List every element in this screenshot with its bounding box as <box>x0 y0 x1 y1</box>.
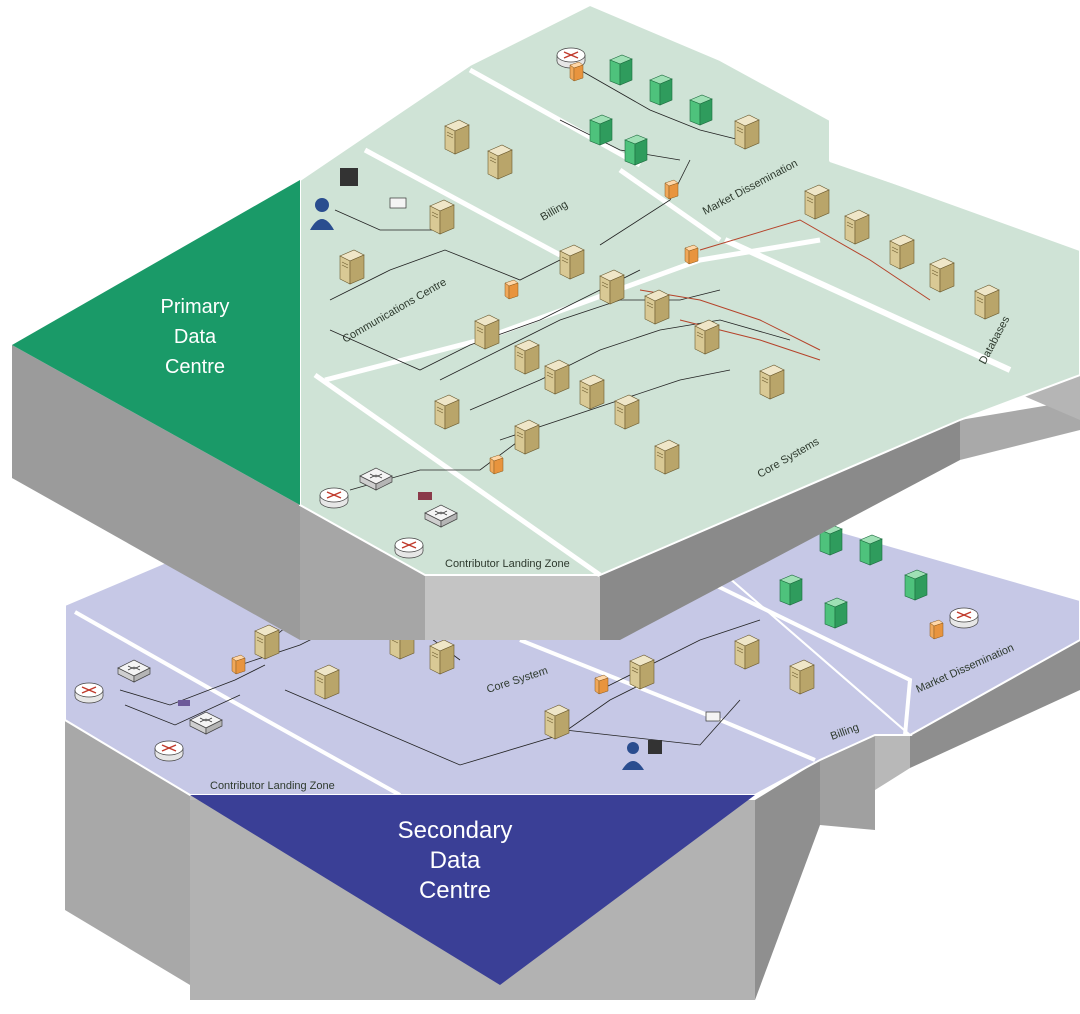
secondary-title-line-3: Centre <box>419 877 491 904</box>
server-icon <box>487 144 513 180</box>
server-icon <box>579 374 605 410</box>
server-icon <box>804 184 830 220</box>
server-icon <box>559 244 585 280</box>
server-icon <box>694 319 720 355</box>
gateway-icon <box>624 134 648 166</box>
primary-data-centre: Primary Data Centre Communications Centr… <box>12 3 1080 640</box>
server-icon <box>339 249 365 285</box>
server-icon <box>889 234 915 270</box>
firewall-icon <box>684 244 699 265</box>
server-icon <box>474 314 500 350</box>
primary-title-line-3: Centre <box>165 356 225 378</box>
server-icon <box>734 114 760 150</box>
firewall-icon <box>504 279 519 300</box>
server-icon <box>429 639 455 675</box>
server-icon <box>929 257 955 293</box>
link-icon <box>418 492 432 500</box>
server-icon <box>429 199 455 235</box>
primary-zone-landing-label: Contributor Landing Zone <box>445 558 570 570</box>
fax-icon <box>705 711 721 722</box>
secondary-data-centre: Secondary Data Centre Contributor Landin… <box>64 518 1080 1000</box>
server-icon <box>759 364 785 400</box>
firewall-icon <box>664 179 679 200</box>
router-icon <box>154 740 184 762</box>
user-icon <box>310 198 334 230</box>
server-icon <box>514 419 540 455</box>
gateway-icon <box>859 534 883 566</box>
gateway-icon <box>904 569 928 601</box>
server-icon <box>654 439 680 475</box>
server-icon <box>599 269 625 305</box>
workstation-icon <box>340 168 358 186</box>
server-icon <box>434 394 460 430</box>
gateway-icon <box>824 597 848 629</box>
server-icon <box>629 654 655 690</box>
firewall-icon <box>231 654 246 675</box>
secondary-title-line-1: Secondary <box>398 817 513 844</box>
user-icon <box>622 742 644 770</box>
server-icon <box>544 359 570 395</box>
server-icon <box>614 394 640 430</box>
secondary-title-line-2: Data <box>430 847 481 874</box>
server-icon <box>514 339 540 375</box>
gateway-icon <box>689 94 713 126</box>
server-icon <box>789 659 815 695</box>
firewall-icon <box>929 619 944 640</box>
server-icon <box>734 634 760 670</box>
gateway-icon <box>649 74 673 106</box>
gateway-icon <box>779 574 803 606</box>
router-icon <box>949 607 979 629</box>
firewall-icon <box>594 674 609 695</box>
primary-title-line-1: Primary <box>161 296 230 318</box>
router-icon <box>74 682 104 704</box>
fax-icon <box>389 197 407 209</box>
server-icon <box>974 284 1000 320</box>
primary-title-line-2: Data <box>174 326 217 348</box>
server-icon <box>844 209 870 245</box>
router-icon <box>394 537 424 559</box>
server-icon <box>644 289 670 325</box>
link-icon <box>178 700 190 706</box>
gateway-icon <box>589 114 613 146</box>
server-icon <box>544 704 570 740</box>
router-icon <box>319 487 349 509</box>
server-icon <box>314 664 340 700</box>
secondary-zone-landing-label: Contributor Landing Zone <box>210 780 335 792</box>
gateway-icon <box>609 54 633 86</box>
workstation-icon <box>648 740 662 754</box>
firewall-icon <box>489 454 504 475</box>
server-icon <box>444 119 470 155</box>
server-icon <box>254 624 280 660</box>
firewall-icon <box>569 61 584 82</box>
